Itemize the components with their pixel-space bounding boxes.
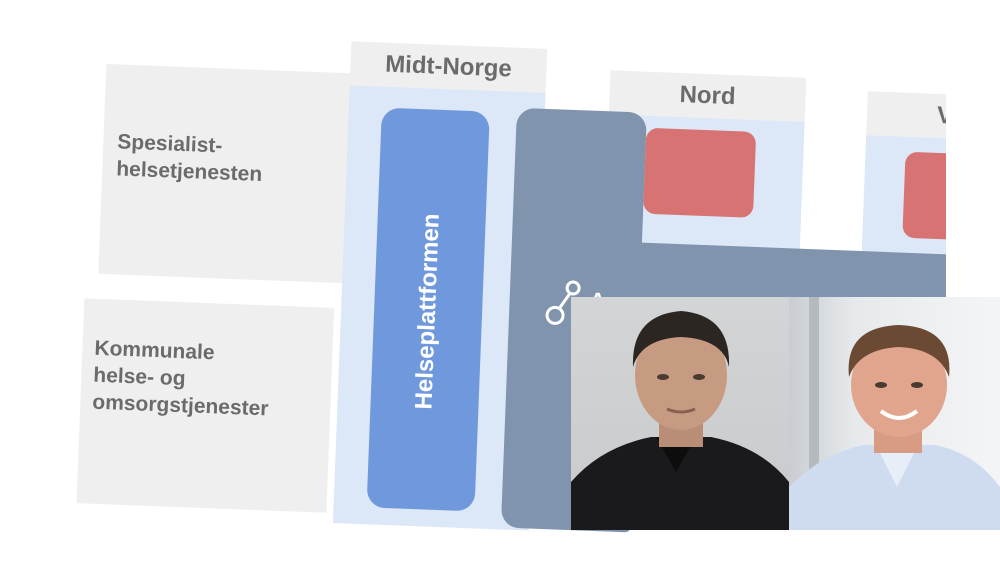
row-specialist-label: Spesialist- helsetjenesten (115, 130, 263, 187)
portrait-right (789, 297, 1000, 530)
slide-edge (946, 0, 1000, 300)
region-nord-header: Nord (608, 70, 807, 122)
region-nord-system (643, 127, 757, 218)
share-node-icon (545, 280, 581, 325)
region-midt-header: Midt-Norge (349, 41, 548, 93)
row-specialist: Spesialist- helsetjenesten (98, 63, 357, 284)
row-municipal: Kommunale helse- og omsorgstjenester (76, 298, 335, 513)
portrait-right-figure (789, 297, 1000, 530)
row-municipal-label: Kommunale helse- og omsorgstjenester (91, 336, 269, 421)
portrait-left (571, 297, 789, 530)
portrait-left-figure (571, 311, 789, 530)
